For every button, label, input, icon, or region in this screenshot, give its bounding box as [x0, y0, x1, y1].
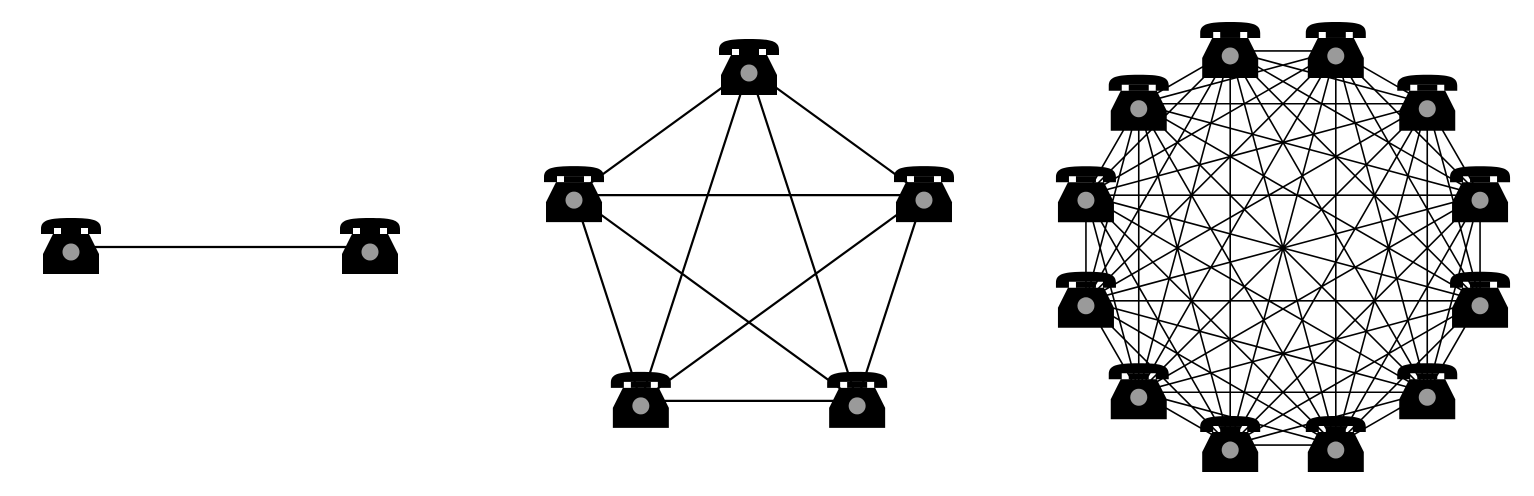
- telephone-icon: [340, 218, 400, 274]
- connection-line: [573, 194, 858, 402]
- telephone-icon: [893, 166, 954, 223]
- telephone-icon: [1108, 74, 1169, 131]
- connection-line: [1085, 103, 1428, 302]
- telephone-icon: [719, 39, 779, 95]
- connection-line: [1229, 103, 1428, 446]
- connection-line: [1138, 194, 1481, 393]
- telephone-icon: [1200, 416, 1261, 473]
- connection-line: [1085, 194, 1428, 393]
- telephone-icon: [41, 218, 101, 274]
- telephone-icon: [1397, 74, 1458, 131]
- connection-line: [1085, 194, 1231, 446]
- telephone-icon: [1450, 271, 1511, 328]
- twelve-phone-network: [1055, 21, 1511, 473]
- telephone-icon: [1200, 21, 1261, 78]
- telephone-icon: [1055, 271, 1116, 328]
- telephone-icon: [1305, 416, 1366, 473]
- telephone-icon: [610, 371, 671, 428]
- connection-line: [572, 194, 642, 402]
- connection-line: [1085, 194, 1337, 446]
- connection-lines: [1085, 50, 1481, 446]
- connection-line: [1138, 103, 1337, 446]
- five-phone-network: [544, 39, 954, 428]
- two-phone-network: [41, 218, 400, 274]
- connection-line: [639, 67, 751, 402]
- connection-line: [1085, 102, 1428, 196]
- connection-line: [1138, 103, 1481, 302]
- telephone-icon: [1108, 363, 1169, 420]
- connection-line: [1229, 50, 1428, 393]
- telephone-icon: [1397, 363, 1458, 420]
- connection-lines: [572, 67, 926, 402]
- telephone-icon: [827, 371, 888, 428]
- telephone-icon: [1055, 166, 1116, 223]
- connection-line: [1137, 103, 1231, 446]
- connection-line: [747, 67, 859, 402]
- connection-line: [1138, 50, 1337, 393]
- connection-line: [1085, 194, 1140, 393]
- connection-line: [640, 194, 925, 402]
- connection-line: [1138, 300, 1481, 394]
- telephone-icon: [1305, 21, 1366, 78]
- connection-line: [1085, 300, 1428, 394]
- connection-line: [1138, 103, 1428, 393]
- telephone-icon: [544, 166, 605, 223]
- connection-line: [1138, 102, 1481, 196]
- connection-line: [856, 194, 926, 402]
- telephone-icon: [1450, 166, 1511, 223]
